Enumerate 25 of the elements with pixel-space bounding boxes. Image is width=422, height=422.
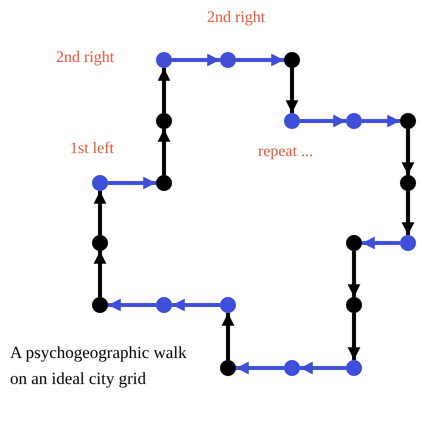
turn-label: 2nd right [56,50,114,66]
arrow [94,191,106,235]
arrow [108,176,156,190]
arrow [172,54,220,66]
turn-label: repeat ... [258,144,314,160]
arrow [108,298,156,312]
arrow [94,251,106,297]
arrow [362,236,400,250]
arrow [402,129,414,175]
arrow [300,114,346,128]
arrow [348,313,360,360]
arrow [158,68,170,113]
arrow [236,362,284,374]
arrow [348,251,360,297]
arrow [300,362,346,374]
arrow [236,54,284,66]
turn-label: 1st left [70,141,114,157]
caption: A psychogeographic walk on an ideal city grid [10,342,188,390]
turn-label: 2nd right [207,10,266,26]
arrow [172,298,220,312]
arrow [362,114,400,128]
arrow [222,313,234,360]
arrow [286,68,298,113]
arrow [158,129,170,175]
arrow [402,191,414,235]
